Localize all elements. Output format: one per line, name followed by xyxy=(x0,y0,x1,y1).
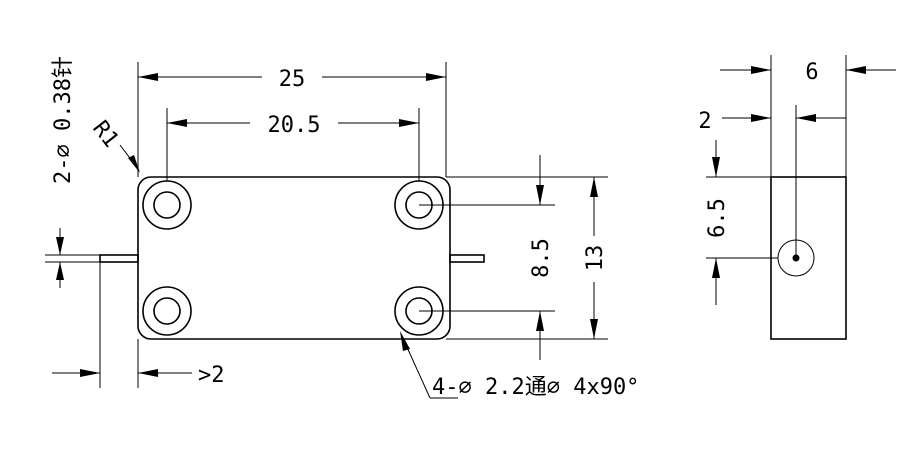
corner-radius-callout: R1 xyxy=(87,116,140,173)
label-overall-length: 25 xyxy=(279,67,306,92)
dimension-side-offset: 2 xyxy=(698,109,846,134)
label-hole-spec: 4-∅ 2.2通∅ 4x90° xyxy=(432,375,639,400)
dimension-side-width: 6 xyxy=(720,60,896,85)
left-pin xyxy=(99,254,139,263)
label-side-offset: 2 xyxy=(698,109,711,134)
label-corner-radius: R1 xyxy=(87,116,123,152)
label-pin-diameter: 2-∅ 0.38针 xyxy=(51,56,76,184)
dimension-overall-length: 25 xyxy=(138,67,446,92)
module-body xyxy=(137,176,451,340)
label-side-pin-height: 6.5 xyxy=(705,198,730,238)
label-hole-pitch-x: 20.5 xyxy=(268,113,321,138)
dimension-hole-pitch-x: 20.5 xyxy=(167,113,419,138)
front-view: 25 20.5 8.5 13 xyxy=(45,56,639,400)
label-overall-height: 13 xyxy=(583,245,608,272)
mounting-hole-bottom-left xyxy=(142,286,192,336)
dimension-overall-height: 13 xyxy=(583,177,608,339)
label-side-width: 6 xyxy=(805,60,818,85)
dimension-pin-diameter: 2-∅ 0.38针 xyxy=(51,56,76,288)
dimension-pin-extension: >2 xyxy=(52,363,225,388)
side-body xyxy=(770,176,847,340)
hole-callout: 4-∅ 2.2通∅ 4x90° xyxy=(400,331,639,400)
label-hole-pitch-y: 8.5 xyxy=(529,238,554,278)
dimension-side-pin-height: 6.5 xyxy=(705,140,730,305)
mounting-hole-top-left xyxy=(142,180,192,230)
side-view: 6 2 6.5 xyxy=(698,55,896,340)
label-pin-extension: >2 xyxy=(198,363,225,388)
right-pin xyxy=(449,254,485,263)
dimension-hole-pitch-y: 8.5 xyxy=(529,155,554,360)
